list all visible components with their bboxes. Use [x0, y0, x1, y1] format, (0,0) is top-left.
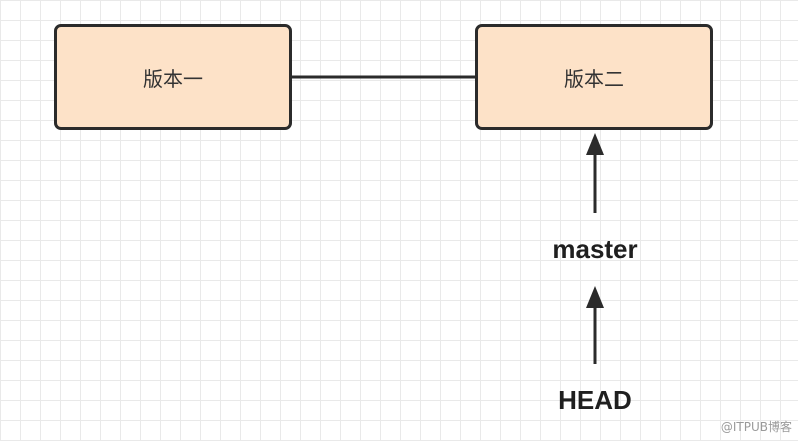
- master-to-version2-arrowhead: [586, 133, 604, 155]
- version-node-1-label: 版本一: [143, 66, 203, 91]
- master-pointer-label: master: [552, 234, 638, 264]
- version-node-2: 版本二: [475, 24, 713, 130]
- version-node-2-label: 版本二: [564, 66, 624, 91]
- watermark-text: @ITPUB博客: [720, 420, 792, 434]
- head-to-master-arrowhead: [586, 286, 604, 308]
- head-pointer-label: HEAD: [558, 385, 632, 415]
- version-node-1: 版本一: [54, 24, 292, 130]
